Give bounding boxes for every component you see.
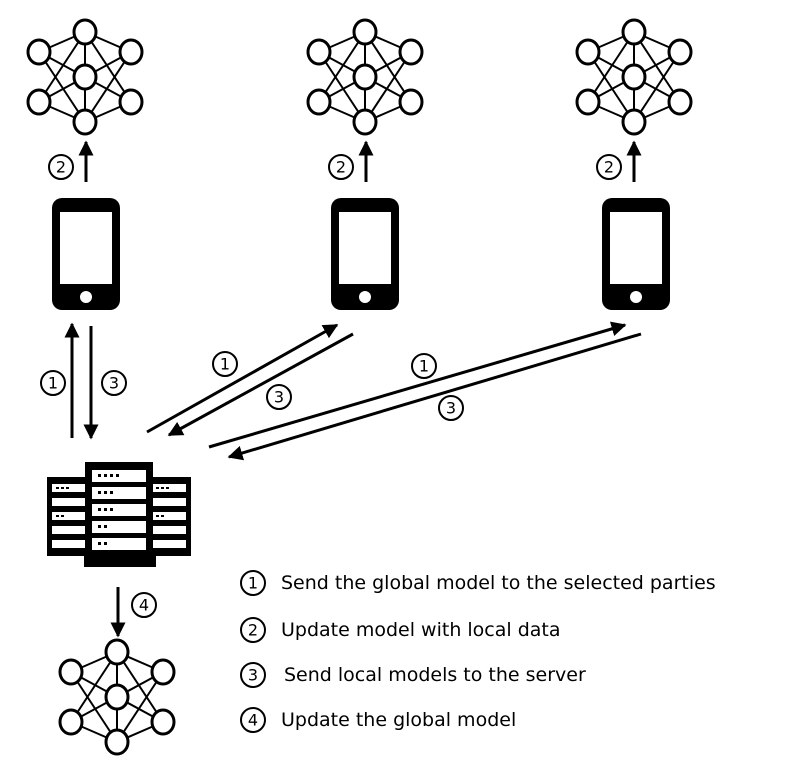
update-arrow-party-2: 2 [328,140,374,182]
svg-text:2: 2 [336,158,346,177]
global-model-neural-network-icon [58,638,176,756]
svg-text:1: 1 [220,355,230,374]
svg-text:2: 2 [56,158,66,177]
step-1-badge: 1 [40,370,66,396]
party-2-smartphone-icon [331,198,399,310]
update-arrow-party-3: 2 [596,140,642,182]
step-3-badge: 3 [266,384,292,410]
legend-item-2: 2 Update model with local data [240,617,561,643]
svg-text:1: 1 [419,357,429,376]
step-3-badge: 3 [101,370,127,396]
send-local-model-arrow-party-1: 3 [83,326,127,440]
party-1-smartphone-icon [52,198,120,310]
svg-text:4: 4 [248,711,258,730]
step-4-badge: 4 [131,592,157,618]
legend: 1 Send the global model to the selected … [240,570,716,733]
svg-text:4: 4 [139,596,149,615]
svg-text:2: 2 [604,158,614,177]
update-global-model-arrow: 4 [110,587,157,638]
legend-label-2: Update model with local data [281,619,561,641]
party-3-smartphone-icon [602,198,670,310]
update-arrow-party-1: 2 [48,140,94,182]
step-1-badge: 1 [240,570,266,596]
step-2-badge: 2 [48,154,74,180]
step-3-badge: 3 [438,395,464,421]
local-model-1-neural-network-icon [26,18,144,136]
local-model-2-neural-network-icon [306,18,424,136]
step-1-badge: 1 [212,351,238,377]
legend-label-1: Send the global model to the selected pa… [281,572,716,594]
step-2-badge: 2 [596,154,622,180]
step-1-badge: 1 [411,353,437,379]
svg-text:1: 1 [48,374,58,393]
svg-text:3: 3 [274,388,284,407]
send-local-model-arrow-party-3: 3 [227,332,642,461]
svg-text:3: 3 [446,399,456,418]
server-icon [47,462,191,567]
legend-label-4: Update the global model [281,709,516,731]
legend-label-3: Send local models to the server [284,664,586,686]
legend-item-4: 4 Update the global model [240,707,516,733]
legend-item-3: 3 Send local models to the server [240,662,586,688]
legend-item-1: 1 Send the global model to the selected … [240,570,716,596]
svg-text:3: 3 [248,666,258,685]
send-global-model-arrow-party-2: 1 [146,323,339,434]
svg-text:1: 1 [248,574,258,593]
step-4-badge: 4 [240,707,266,733]
step-3-badge: 3 [240,662,266,688]
svg-text:3: 3 [109,374,119,393]
send-global-model-arrow-party-3: 1 [208,321,627,449]
send-global-model-arrow-party-1: 1 [40,322,80,438]
step-2-badge: 2 [328,154,354,180]
local-model-3-neural-network-icon [575,18,693,136]
send-local-model-arrow-party-2: 3 [167,332,354,437]
svg-text:2: 2 [248,621,258,640]
step-2-badge: 2 [240,617,266,643]
